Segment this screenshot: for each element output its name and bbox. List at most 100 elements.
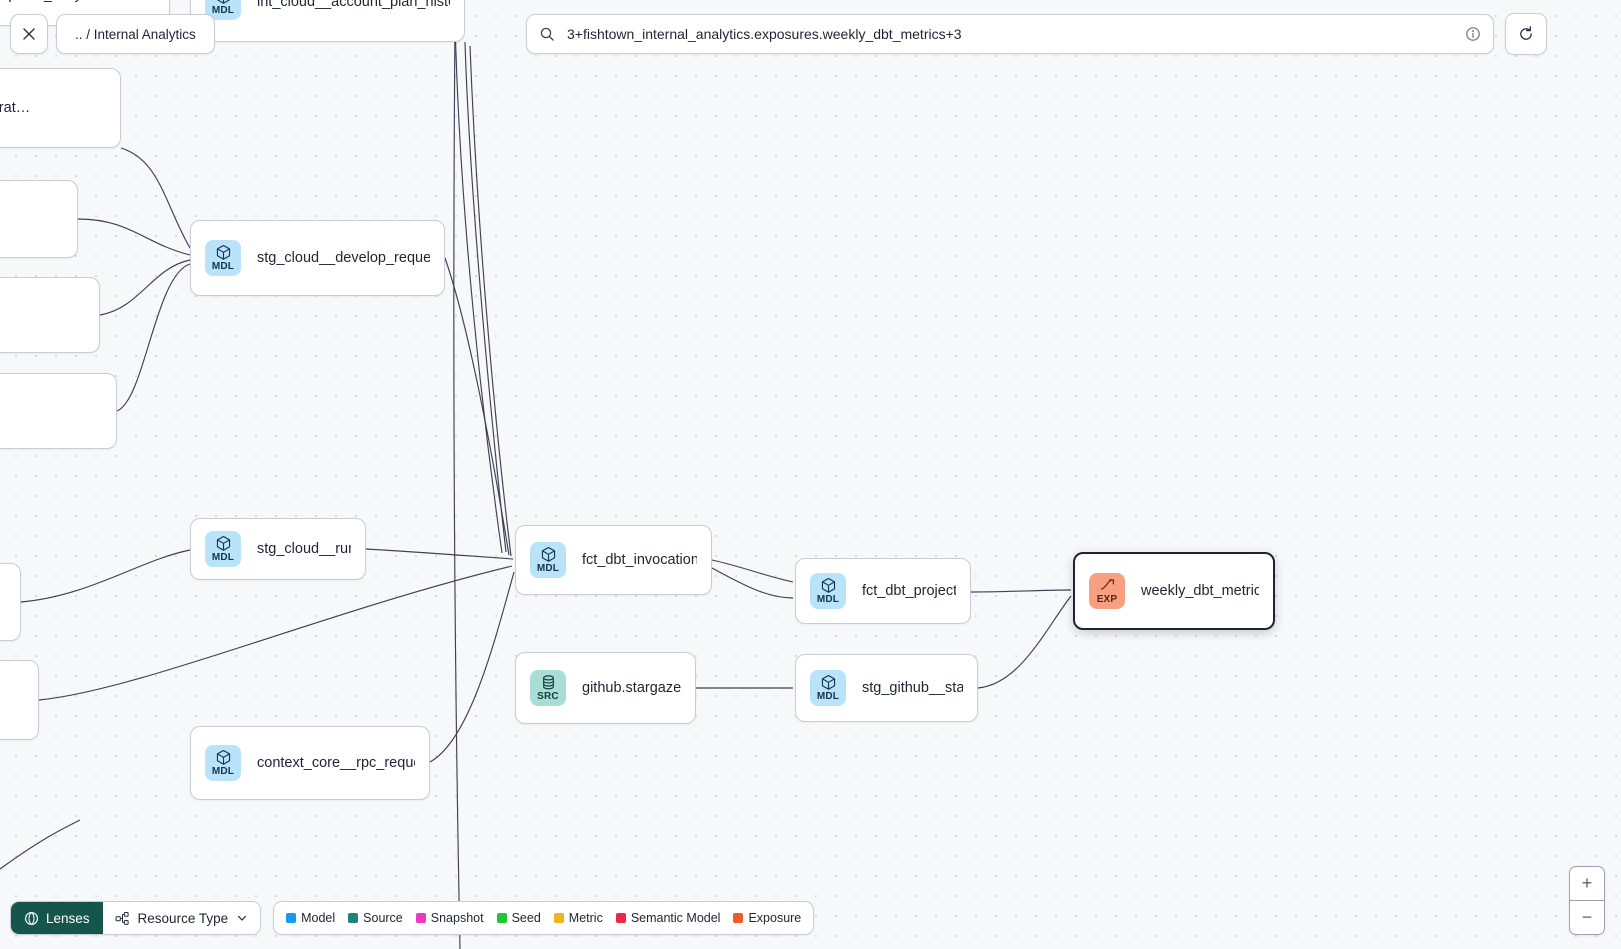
lineage-edge xyxy=(711,567,794,599)
node-type-badge-src: SRC xyxy=(530,670,566,706)
node-label: github.stargazers xyxy=(582,680,681,696)
legend-item[interactable]: Metric xyxy=(553,911,603,925)
cube-icon xyxy=(216,749,230,765)
node-label: snapshot_daily xyxy=(0,0,82,3)
graph-node-develop_request_b[interactable]: velop_request xyxy=(0,277,100,353)
graph-node-stg_cloud_develop_requests[interactable]: MDL stg_cloud__develop_requests xyxy=(190,220,445,296)
node-type-badge-mdl: MDL xyxy=(530,542,566,578)
legend-item[interactable]: Model xyxy=(286,911,335,925)
legend-swatch xyxy=(615,913,626,923)
legend-swatch xyxy=(286,913,297,923)
legend-item[interactable]: Snapshot xyxy=(415,911,484,925)
node-label: fct_dbt_invocations xyxy=(582,552,697,568)
node-label: stg_github__stars xyxy=(862,680,963,696)
graph-node-stg_cloud_runs[interactable]: MDL stg_cloud__runs xyxy=(190,518,366,580)
node-label: fct_dbt_projects xyxy=(862,583,956,599)
legend-swatch xyxy=(415,913,426,923)
graph-node-fct_dbt_invocations[interactable]: MDL fct_dbt_invocations xyxy=(515,525,712,595)
lineage-edge xyxy=(454,19,503,554)
legend-item[interactable]: Semantic Model xyxy=(615,911,721,925)
lineage-edge xyxy=(429,571,515,763)
legend-label: Semantic Model xyxy=(630,911,721,925)
node-type-badge-mdl: MDL xyxy=(810,670,846,706)
legend-item[interactable]: Exposure xyxy=(733,911,801,925)
node-type-label: MDL xyxy=(211,552,235,563)
cube-icon xyxy=(541,546,555,562)
node-type-label: MDL xyxy=(536,563,560,574)
node-type-label: MDL xyxy=(211,5,235,16)
graph-node-github_stargazers[interactable]: SRC github.stargazers xyxy=(515,652,696,724)
graph-node-int_cloud_account_plan[interactable]: MDL int_cloud__account_plan_history xyxy=(190,0,465,42)
zoom-in-button[interactable]: + xyxy=(1570,867,1604,901)
lineage-edge xyxy=(20,549,191,603)
legend-label: Seed xyxy=(511,911,541,925)
resource-type-dropdown[interactable]: Resource Type xyxy=(102,902,261,934)
search-box[interactable] xyxy=(526,14,1494,54)
lineage-edge xyxy=(0,819,81,870)
database-icon xyxy=(542,675,554,690)
legend-item[interactable]: Seed xyxy=(496,911,541,925)
legend-label: Exposure xyxy=(748,911,802,925)
breadcrumb[interactable]: .. / Internal Analytics xyxy=(56,14,215,54)
search-input[interactable] xyxy=(565,25,1465,43)
info-icon[interactable] xyxy=(1465,26,1481,42)
legend-label: Metric xyxy=(568,911,603,925)
lineage-edge xyxy=(116,263,191,412)
lineage-edge xyxy=(444,257,510,556)
graph-node-develop_request_c[interactable]: _develop_request xyxy=(0,373,117,449)
close-button[interactable] xyxy=(10,14,48,54)
node-label: stg_cloud__runs xyxy=(257,541,351,557)
lineage-edge xyxy=(970,589,1072,593)
node-type-label: SRC xyxy=(537,691,559,702)
node-type-badge-mdl: MDL xyxy=(205,240,241,276)
cube-icon xyxy=(821,577,835,593)
lineage-edge xyxy=(469,45,512,557)
lens-group: Lenses Resource Type xyxy=(10,901,262,935)
graph-node-small_left_b[interactable]: _run xyxy=(0,660,39,740)
node-type-label: EXP xyxy=(1096,594,1118,605)
node-label: stg_cloud__develop_requests xyxy=(257,250,430,266)
lineage-edge xyxy=(464,41,507,553)
node-type-label: MDL xyxy=(211,261,235,272)
node-label: int_cloud__account_plan_history xyxy=(257,0,450,10)
legend-swatch xyxy=(553,913,564,923)
graph-node-develop_request_a[interactable]: op_request xyxy=(0,180,78,258)
bottom-toolbar: Lenses Resource Type Model Source Snapshot… xyxy=(10,901,815,935)
lineage-edge xyxy=(977,595,1072,689)
resource-type-icon xyxy=(115,911,129,925)
search-area xyxy=(526,13,1547,55)
legend-item[interactable]: Source xyxy=(348,911,403,925)
lenses-button[interactable]: Lenses xyxy=(11,902,103,934)
graph-node-small_left_a[interactable]: n xyxy=(0,563,21,641)
legend-swatch xyxy=(733,913,744,923)
resource-type-label: Resource Type xyxy=(137,910,229,926)
node-type-badge-mdl: MDL xyxy=(205,745,241,781)
close-icon xyxy=(23,28,35,40)
lineage-edge xyxy=(365,548,514,560)
cube-icon xyxy=(216,244,230,260)
node-type-badge-mdl: MDL xyxy=(205,531,241,567)
refresh-icon xyxy=(1520,26,1532,40)
graph-node-weekly_dbt_metrics[interactable]: EXP weekly_dbt_metrics xyxy=(1073,552,1275,630)
cube-icon xyxy=(821,674,835,690)
lineage-edge xyxy=(453,19,461,949)
refresh-button[interactable] xyxy=(1505,13,1547,55)
node-label: weekly_dbt_metrics xyxy=(1141,583,1259,599)
legend-label: Source xyxy=(363,911,403,925)
graph-node-multicell_migrat[interactable]: multicell_migrat… xyxy=(0,68,121,148)
exposure-chart-icon xyxy=(1100,579,1114,590)
lenses-label: Lenses xyxy=(46,910,90,926)
lens-icon xyxy=(25,911,38,925)
zoom-out-button[interactable]: − xyxy=(1581,907,1593,927)
lineage-edge xyxy=(120,147,191,249)
cube-icon xyxy=(216,535,230,551)
lineage-edge xyxy=(99,259,191,316)
node-type-badge-mdl: MDL xyxy=(205,0,241,20)
lineage-edge xyxy=(77,218,191,256)
legend-label: Model xyxy=(301,911,336,925)
graph-node-stg_github_stars[interactable]: MDL stg_github__stars xyxy=(795,654,978,722)
